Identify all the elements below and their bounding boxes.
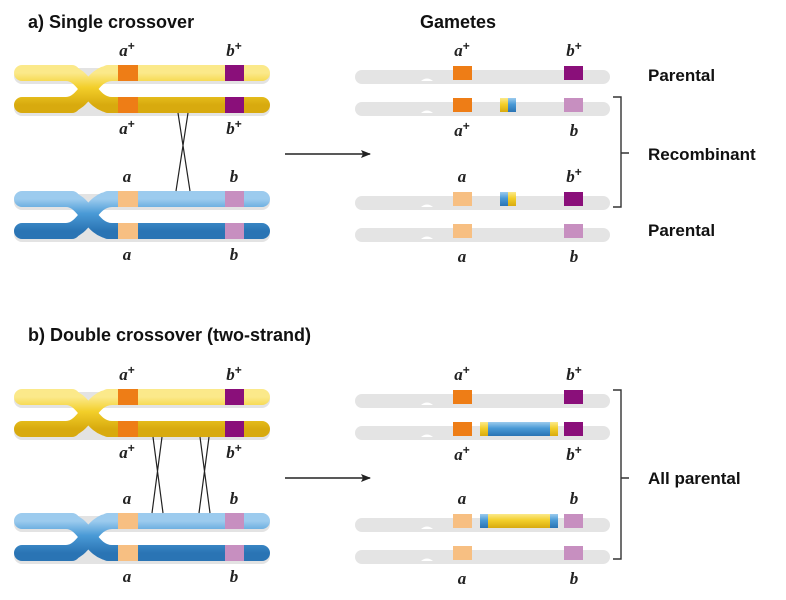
locus-a-band [453, 514, 472, 528]
locus-a-band [453, 224, 472, 238]
locus-b-band [564, 514, 583, 528]
panel-a-parent-bottom-label-b-below: b [230, 245, 239, 264]
panel-a-parent-bottom-locus-a-band [118, 223, 138, 239]
gamete-label-b: b [570, 247, 579, 266]
locus-a-band [453, 422, 472, 436]
panel-b-parent-chromosomes: a+ b+ a+ b+ a b a b [14, 363, 270, 586]
result-label-all-parental: All parental [648, 469, 741, 488]
panel-a-gamete-1: a+ b+ [355, 39, 610, 84]
gamete-label-a: a [458, 167, 467, 186]
locus-b-band [564, 224, 583, 238]
gamete-label-b: b [570, 569, 579, 588]
gamete-label-b: b [570, 121, 579, 140]
gamete-label-a: a [458, 489, 467, 508]
panel-b-parent-top-locus-a-band [118, 421, 138, 437]
panel-b-gamete-2: a+ b+ [355, 421, 610, 464]
panel-a-parent-top-chromosome-pair: a+ b+ a+ b+ [14, 39, 270, 138]
gamete-label-a: a+ [454, 39, 470, 60]
panel-b-parent-bottom-label-b-above: b [230, 489, 239, 508]
panel-b-parent-top-label-b-below: b+ [226, 441, 242, 462]
locus-b-band [564, 422, 583, 436]
panel-a-parent-bottom-locus-b-band [225, 223, 244, 239]
gamete-label-b: b+ [566, 165, 582, 186]
locus-a-band [453, 192, 472, 206]
panel-b-parent-top-locus-b-band [225, 421, 244, 437]
locus-a-band [453, 546, 472, 560]
locus-b-band [564, 390, 583, 404]
crossover-chiasma-right [198, 436, 211, 514]
gametes-header: Gametes [420, 12, 496, 32]
gamete-label-a: a+ [454, 443, 470, 464]
gamete-label-a: a+ [454, 119, 470, 140]
panel-b-parent-top-locus-a-band [118, 389, 138, 405]
gamete-label-b: b+ [566, 39, 582, 60]
gamete-label-b: b+ [566, 363, 582, 384]
panel-b-title: b) Double crossover (two-strand) [28, 325, 311, 345]
panel-a-parent-top-label-a-below: a+ [119, 117, 135, 138]
chromatid-segment-yellow [488, 514, 550, 528]
panel-b-parent-top-locus-b-band [225, 389, 244, 405]
locus-a-band [453, 390, 472, 404]
panel-a-gamete-3: a b+ [355, 165, 610, 210]
crossover-chiasma-left [151, 436, 164, 514]
panel-a-parent-bottom-chromosome-pair: a b a b [14, 167, 270, 264]
panel-b-parent-bottom-chromosome-pair: a b a b [14, 489, 270, 586]
panel-a-title: a) Single crossover [28, 12, 194, 32]
locus-b-band [564, 66, 583, 80]
panel-b-parent-bottom-label-a-above: a [123, 489, 132, 508]
panel-b-parent-bottom-locus-a-band [118, 513, 138, 529]
panel-b-parent-bottom-label-b-below: b [230, 567, 239, 586]
gamete-label-a: a [458, 569, 467, 588]
panel-a-parent-chromosomes: a+ b+ a+ b+ a b a b [14, 39, 270, 264]
panel-a-parent-bottom-locus-a-band [118, 191, 138, 207]
panel-b-parent-top-chromosome-pair: a+ b+ a+ b+ [14, 363, 270, 462]
panel-a-parent-bottom-label-b-above: b [230, 167, 239, 186]
panel-a-gamete-2: a+ b [355, 97, 610, 140]
panel-b-gamete-1: a+ b+ [355, 363, 610, 408]
panel-b-parent-bottom-locus-b-band [225, 545, 244, 561]
gamete-label-b: b [570, 489, 579, 508]
panel-a-parent-top-label-b-above: b+ [226, 39, 242, 60]
panel-a-parent-top-locus-a-band [118, 97, 138, 113]
panel-b-parent-bottom-label-a-below: a [123, 567, 132, 586]
locus-a-band [453, 98, 472, 112]
crossover-chiasma [175, 112, 191, 192]
recombinant-bracket [613, 96, 629, 208]
chromatid-segment-blue [488, 422, 550, 436]
panel-a-parent-top-label-a-above: a+ [119, 39, 135, 60]
panel-a-parent-top-label-b-below: b+ [226, 117, 242, 138]
result-label-parental-bottom: Parental [648, 221, 715, 240]
locus-b-band [564, 98, 583, 112]
result-label-recombinant: Recombinant [648, 145, 756, 164]
panel-a-parent-top-locus-b-band [225, 97, 244, 113]
result-label-parental-top: Parental [648, 66, 715, 85]
panel-a-parent-bottom-label-a-above: a [123, 167, 132, 186]
panel-a-parent-bottom-locus-b-band [225, 191, 244, 207]
locus-a-band [453, 66, 472, 80]
panel-b-parent-bottom-locus-b-band [225, 513, 244, 529]
panel-b-parent-bottom-locus-a-band [118, 545, 138, 561]
locus-b-band [564, 546, 583, 560]
panel-a-parent-bottom-label-a-below: a [123, 245, 132, 264]
all-parental-bracket [613, 389, 629, 560]
panel-a-parent-top-locus-a-band [118, 65, 138, 81]
panel-b-parent-top-label-a-above: a+ [119, 363, 135, 384]
gamete-label-a: a [458, 247, 467, 266]
gamete-label-b: b+ [566, 443, 582, 464]
panel-a-parent-top-locus-b-band [225, 65, 244, 81]
gamete-label-a: a+ [454, 363, 470, 384]
panel-b-parent-top-label-b-above: b+ [226, 363, 242, 384]
locus-b-band [564, 192, 583, 206]
panel-b-parent-top-label-a-below: a+ [119, 441, 135, 462]
